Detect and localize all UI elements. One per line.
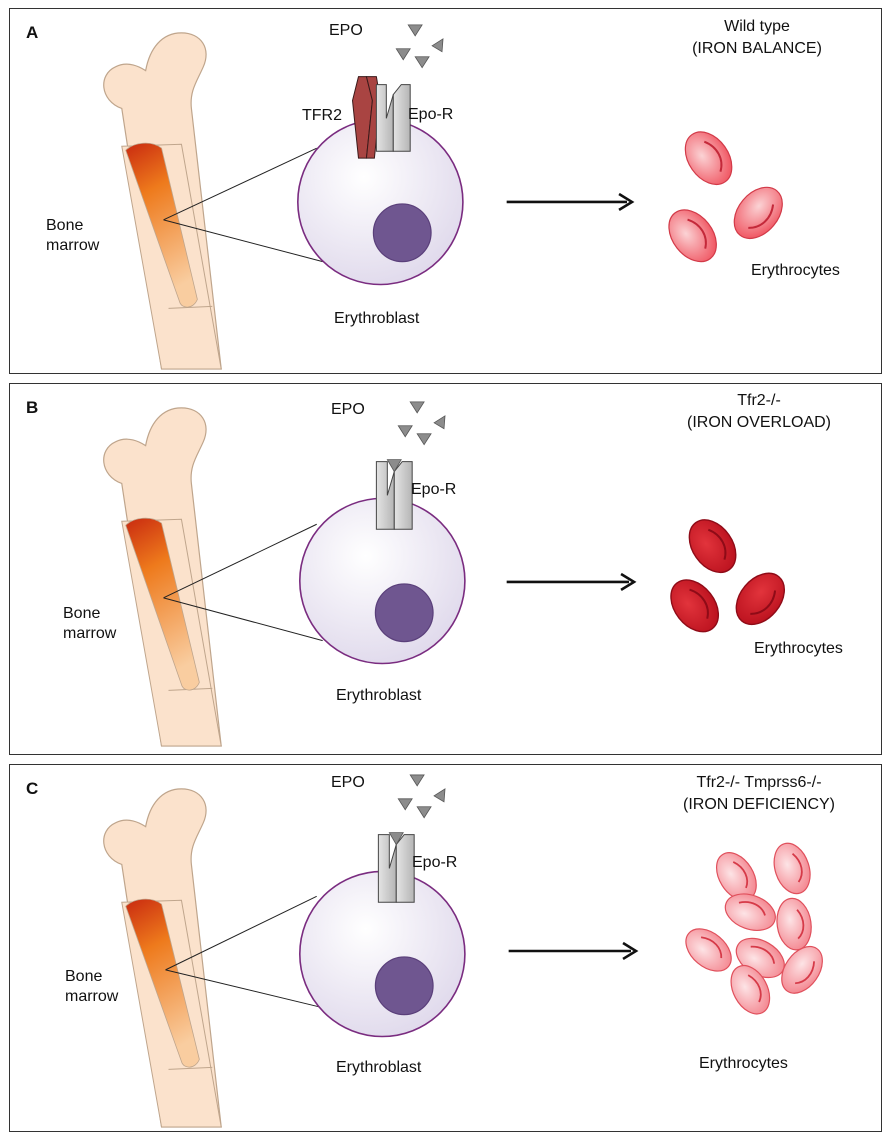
tfr2-label: TFR2 xyxy=(302,107,342,124)
genotype-label: Tfr2-/- Tmprss6-/- xyxy=(696,774,822,791)
panel-c: C xyxy=(9,764,882,1132)
condition-label: (IRON BALANCE) xyxy=(692,40,822,57)
erythrocytes xyxy=(668,131,783,263)
genotype-label: Wild type xyxy=(724,18,790,35)
epo-r-label: Epo-R xyxy=(408,106,454,123)
bone-label: Bone xyxy=(65,968,103,985)
bone-illustration xyxy=(103,32,222,370)
erythrocytes xyxy=(685,842,823,1015)
bone-label: Bone xyxy=(46,217,84,234)
epo-label: EPO xyxy=(331,774,365,791)
erythrocytes-label: Erythrocytes xyxy=(754,640,843,657)
erythroblast-label: Erythroblast xyxy=(336,1059,422,1076)
marrow-label: marrow xyxy=(46,237,100,254)
epo-molecules xyxy=(397,401,446,446)
panel-a-illustration xyxy=(103,24,783,370)
bone-illustration xyxy=(103,407,222,747)
panel-a: A xyxy=(9,8,882,374)
arrow xyxy=(506,572,637,591)
panel-b-illustration xyxy=(103,401,785,747)
erythroblast-label: Erythroblast xyxy=(334,310,420,327)
erythrocytes-label: Erythrocytes xyxy=(751,262,840,279)
panel-letter: A xyxy=(26,23,39,42)
arrow xyxy=(506,192,635,211)
epo-receptor xyxy=(375,459,413,530)
nucleus xyxy=(374,583,434,643)
genotype-label: Tfr2-/- xyxy=(737,392,781,409)
panel-letter: B xyxy=(26,398,39,417)
marrow-label: marrow xyxy=(65,988,119,1005)
epo-molecules xyxy=(397,774,446,819)
arrow xyxy=(508,941,639,961)
epo-r-label: Epo-R xyxy=(411,481,457,498)
panel-letter: C xyxy=(26,779,39,798)
epo-label: EPO xyxy=(331,401,365,418)
condition-label: (IRON OVERLOAD) xyxy=(686,414,831,431)
bone-label: Bone xyxy=(63,605,101,622)
condition-label: (IRON DEFICIENCY) xyxy=(683,796,835,813)
nucleus xyxy=(372,203,432,263)
marrow-label: marrow xyxy=(63,625,117,642)
erythroblast-label: Erythroblast xyxy=(336,687,422,704)
nucleus xyxy=(374,956,434,1016)
panel-c-illustration xyxy=(103,774,823,1128)
erythrocytes-label: Erythrocytes xyxy=(699,1055,788,1072)
bone-illustration xyxy=(103,788,222,1128)
epo-receptor xyxy=(375,84,411,152)
epo-label: EPO xyxy=(329,22,363,39)
epo-receptor xyxy=(377,832,415,903)
erythrocytes xyxy=(670,519,785,633)
panel-b: B xyxy=(9,383,882,755)
epo-molecules xyxy=(395,24,444,69)
epo-r-label: Epo-R xyxy=(412,854,458,871)
